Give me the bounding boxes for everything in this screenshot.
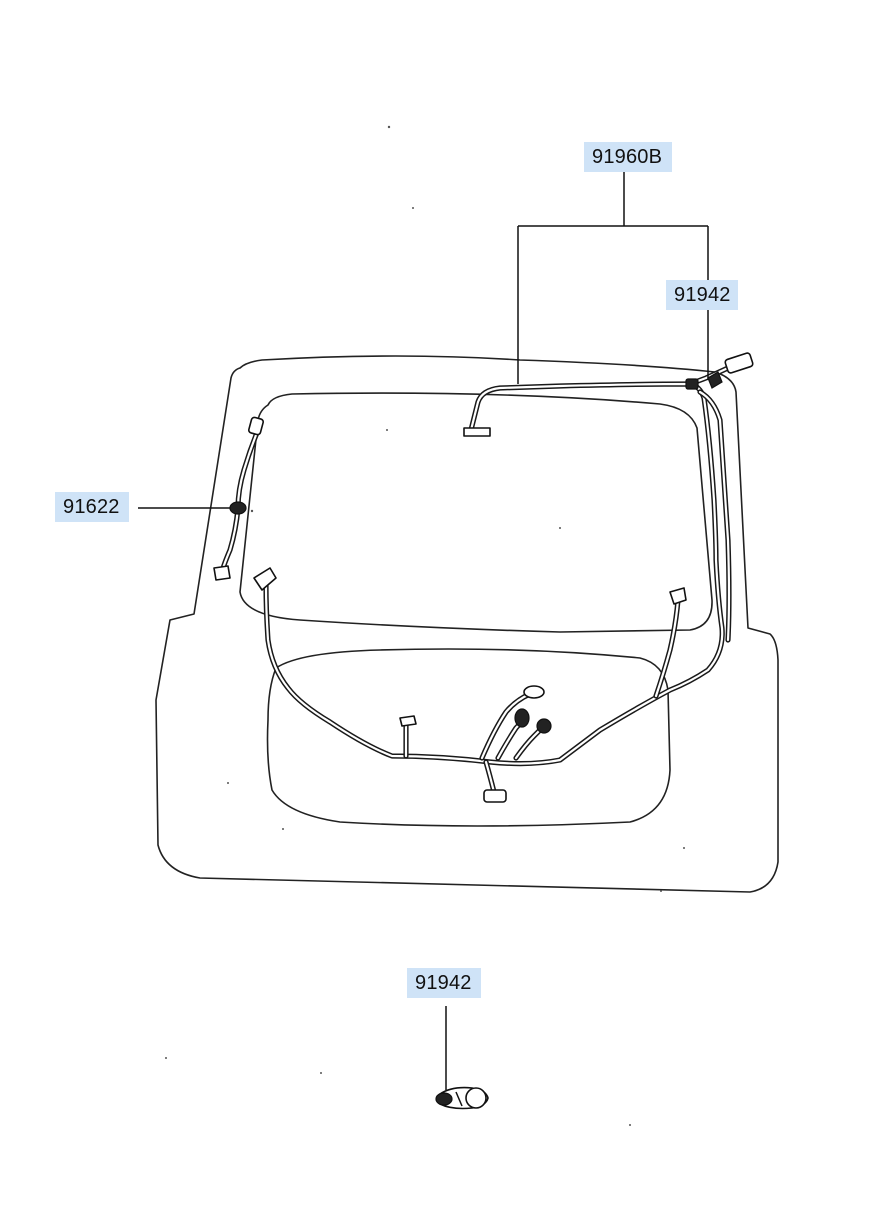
connector-left-window	[253, 567, 277, 591]
connector-lamp-1	[523, 685, 545, 699]
diagram-dot	[320, 1072, 322, 1074]
diagram-dot	[660, 890, 662, 892]
part-label-91942-bottom[interactable]: 91942	[407, 968, 481, 998]
connector-left-bottom	[213, 565, 231, 581]
leader-91960b	[517, 172, 709, 384]
connector-lamp-3	[536, 718, 552, 734]
license-plate-recess	[266, 648, 671, 827]
grommet-part-91942	[435, 1086, 489, 1110]
diagram-dot	[412, 207, 414, 209]
diagram-dot	[282, 828, 284, 830]
rear-window-outline	[239, 392, 713, 633]
diagram-dot	[683, 847, 685, 849]
part-label-91942-top[interactable]: 91942	[666, 280, 738, 310]
connector-post	[399, 715, 417, 727]
diagram-dot	[227, 782, 229, 784]
diagram-dot	[250, 509, 254, 513]
main-wiring-harness	[263, 365, 732, 795]
connector-right-window	[669, 587, 687, 605]
part-label-91960b[interactable]: 91960B	[584, 142, 672, 172]
left-wiring-harness-91622	[219, 427, 261, 575]
diagram-dot	[386, 429, 388, 431]
diagram-dot	[387, 125, 391, 129]
tailgate-outer-panel	[155, 355, 779, 893]
connector-lamp-2	[514, 708, 530, 728]
diagram-dot	[165, 1057, 167, 1059]
connector-top-center	[463, 427, 491, 437]
part-label-91622[interactable]: 91622	[55, 492, 129, 522]
grommet-91622	[229, 501, 247, 515]
connector-lower-center	[483, 789, 507, 803]
diagram-dot	[559, 527, 561, 529]
connector-top-right-plug	[707, 371, 723, 389]
connector-left-top	[248, 416, 264, 436]
diagram-dot	[629, 1124, 631, 1126]
grommet-91942	[685, 378, 699, 390]
connector-top-right	[724, 352, 754, 374]
